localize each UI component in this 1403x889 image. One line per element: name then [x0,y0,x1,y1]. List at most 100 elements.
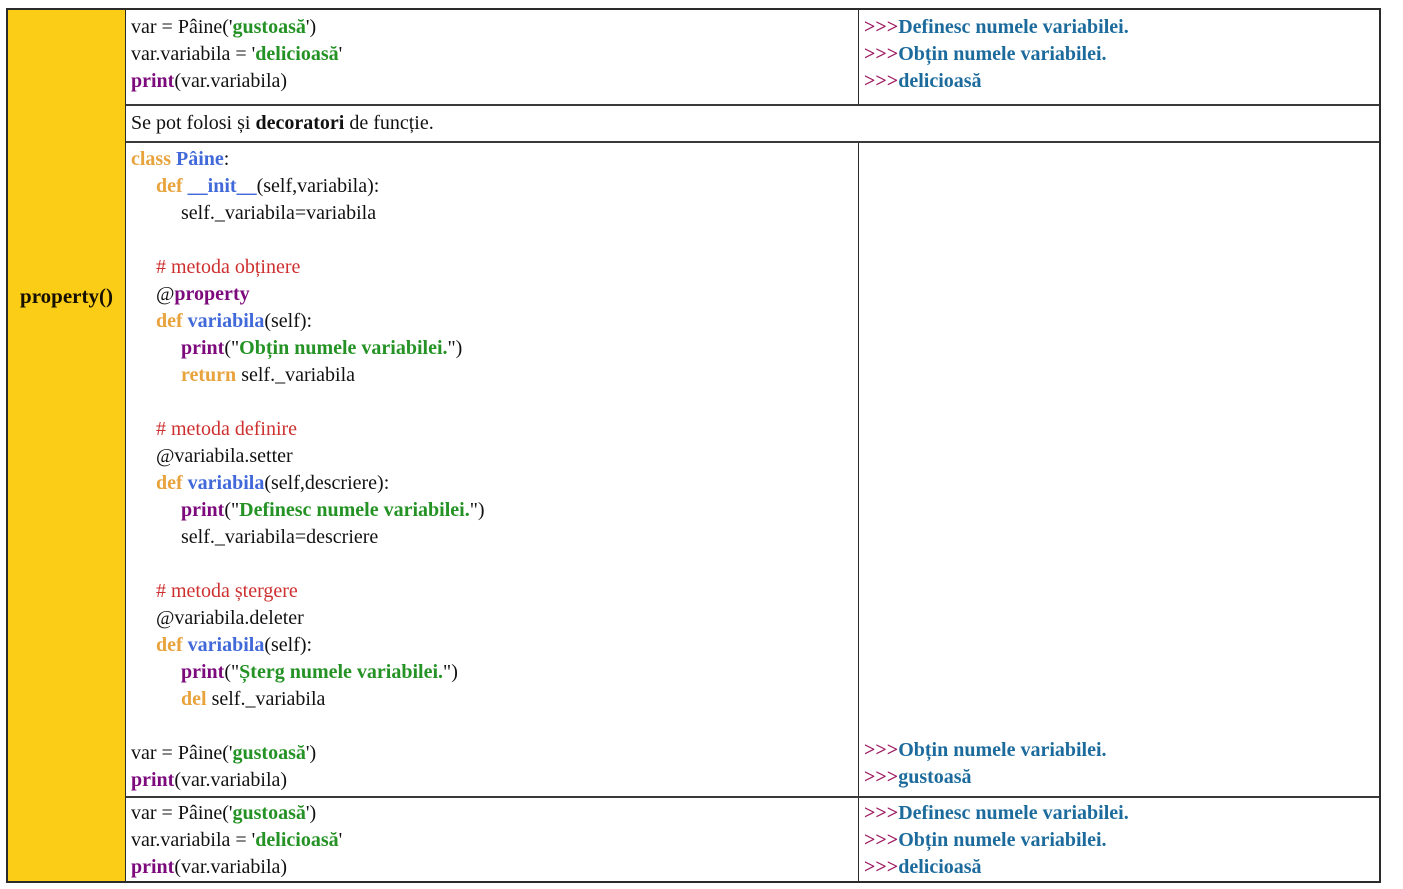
token [131,688,181,710]
token: def [156,471,183,494]
token: (var.variabila) [174,856,288,878]
token: Obțin numele variabilei. [898,829,1107,851]
code-line: >>>delicioasă [864,68,1379,95]
token: ') [305,16,317,38]
code-cell-class-definition: class Pâine: def __init__(self,variabila… [126,142,859,796]
token: print [131,70,175,92]
code-line: # metoda obținere [131,254,858,281]
code-line: >>>Obțin numele variabilei. [864,737,1379,764]
token: def [156,309,183,332]
token [131,337,181,359]
token: print [181,336,225,359]
token: (self): [264,633,313,656]
code-line [131,389,858,416]
token [131,364,181,386]
code-line: return self._variabila [131,362,858,389]
code-line: @variabila.deleter [131,605,858,632]
token: Definesc numele variabilei. [239,498,470,521]
code-line: print(var.variabila) [131,68,858,95]
token: de funcție. [344,111,434,134]
token: ") [443,660,458,683]
token: # metoda obținere [156,255,301,278]
token: ") [447,336,463,359]
output-cell-row1: >>>Definesc numele variabilei.>>>Obțin n… [859,10,1379,104]
token: __init__ [187,174,257,197]
token: Obțin numele variabilei. [898,43,1107,65]
code-line: Se pot folosi și decoratori de funcție. [131,110,1379,137]
code-line [131,713,858,740]
token [131,310,156,332]
code-line: def variabila(self,descriere): [131,470,858,497]
code-line: print(var.variabila) [131,767,858,794]
token: print [181,660,225,683]
token: # metoda ștergere [156,579,298,602]
token: Obțin numele variabilei. [898,739,1107,761]
code-line: var = Pâine('gustoasă') [131,800,858,827]
token: property [174,282,250,305]
token: variabila [187,309,265,332]
token: variabila [187,471,265,494]
token: Definesc numele variabilei. [898,802,1129,824]
table-row: var = Pâine('gustoasă')var.variabila = '… [126,796,1379,881]
token: >>> [864,70,899,92]
token: Obțin numele variabilei. [239,336,448,359]
code-line: # metoda ștergere [131,578,858,605]
output-cell-row4: >>>Definesc numele variabilei.>>>Obțin n… [859,798,1379,881]
code-line: # metoda definire [131,416,858,443]
token: gustoasă [898,766,972,788]
token: gustoasă [232,802,306,824]
code-line: self._variabila=variabila [131,200,858,227]
code-line: def __init__(self,variabila): [131,173,858,200]
token [131,418,156,440]
code-line: var = Pâine('gustoasă') [131,14,858,41]
token: ' [338,43,343,65]
token: self._variabila [206,687,326,710]
token: self._variabila=variabila [131,201,377,224]
token: ') [305,741,317,764]
token: # metoda definire [156,417,298,440]
property-label-cell: property() [8,10,126,881]
token [131,472,156,494]
token [131,661,181,683]
code-line: del self._variabila [131,686,858,713]
code-line: >>>gustoasă [864,764,1379,791]
token: def [156,633,183,656]
token: variabila [187,633,265,656]
token: (var.variabila) [174,70,288,92]
token: >>> [864,802,899,824]
code-line: var.variabila = 'delicioasă' [131,41,858,68]
token: gustoasă [232,741,306,764]
token: print [181,498,225,521]
token: Șterg numele variabilei. [239,660,444,683]
code-line: >>>delicioasă [864,854,1379,881]
token: var = Pâine(' [131,16,233,38]
token: self._variabila=descriere [131,525,379,548]
token: def [156,174,183,197]
token: delicioasă [898,856,982,878]
code-line: >>>Definesc numele variabilei. [864,800,1379,827]
code-cell-row4: var = Pâine('gustoasă')var.variabila = '… [126,798,859,881]
token: print [131,768,175,791]
code-line: >>>Obțin numele variabilei. [864,41,1379,68]
code-line: self._variabila=descriere [131,524,858,551]
code-line: @variabila.setter [131,443,858,470]
code-line: print("Definesc numele variabilei.") [131,497,858,524]
token: (" [224,498,240,521]
token: @variabila.setter [131,444,293,467]
table-main: var = Pâine('gustoasă')var.variabila = '… [126,10,1379,881]
token: ' [338,829,343,851]
code-cell-row1: var = Pâine('gustoasă')var.variabila = '… [126,10,859,104]
output-cell-row3: >>>Obțin numele variabilei.>>>gustoasă [859,143,1379,796]
code-line: >>>Definesc numele variabilei. [864,14,1379,41]
token: >>> [864,43,899,65]
code-line: print("Șterg numele variabilei.") [131,659,858,686]
code-line: >>>Obțin numele variabilei. [864,827,1379,854]
token: decoratori [255,111,345,134]
token: delicioasă [255,43,339,65]
token: gustoasă [232,16,306,38]
property-table: property() var = Pâine('gustoasă')var.va… [6,8,1381,883]
token [131,580,156,602]
token: var.variabila = ' [131,829,256,851]
code-line: print(var.variabila) [131,854,858,881]
token: delicioasă [255,829,339,851]
